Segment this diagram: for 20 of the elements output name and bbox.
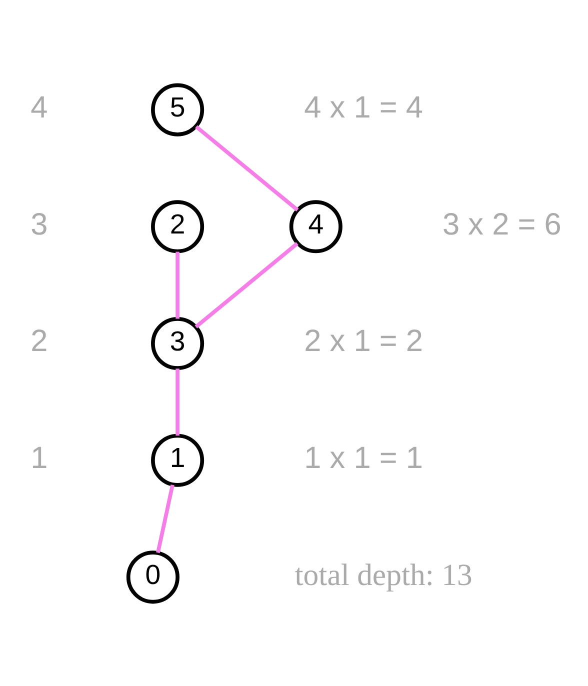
node-circle: 5 — [151, 82, 204, 136]
node-circle: 1 — [151, 433, 204, 486]
label: 1 — [30, 440, 48, 475]
connector — [194, 242, 298, 328]
connector — [156, 484, 174, 553]
connector — [176, 368, 180, 436]
label: total depth: 13 — [294, 557, 472, 592]
node-circle: 4 — [289, 200, 342, 253]
label: 4 — [30, 89, 48, 124]
label: 3 x 2 = 6 — [442, 206, 562, 241]
label: 4 x 1 = 4 — [304, 89, 423, 124]
label: 2 x 1 = 2 — [304, 322, 423, 358]
label: 1 x 1 = 1 — [304, 440, 423, 475]
label: 3 — [30, 206, 48, 241]
connector — [176, 251, 180, 318]
label: 2 — [30, 322, 48, 358]
connector — [194, 124, 299, 212]
node-circle: 2 — [151, 200, 204, 253]
node-circle: 3 — [151, 316, 204, 370]
node-circle: 0 — [126, 550, 180, 604]
